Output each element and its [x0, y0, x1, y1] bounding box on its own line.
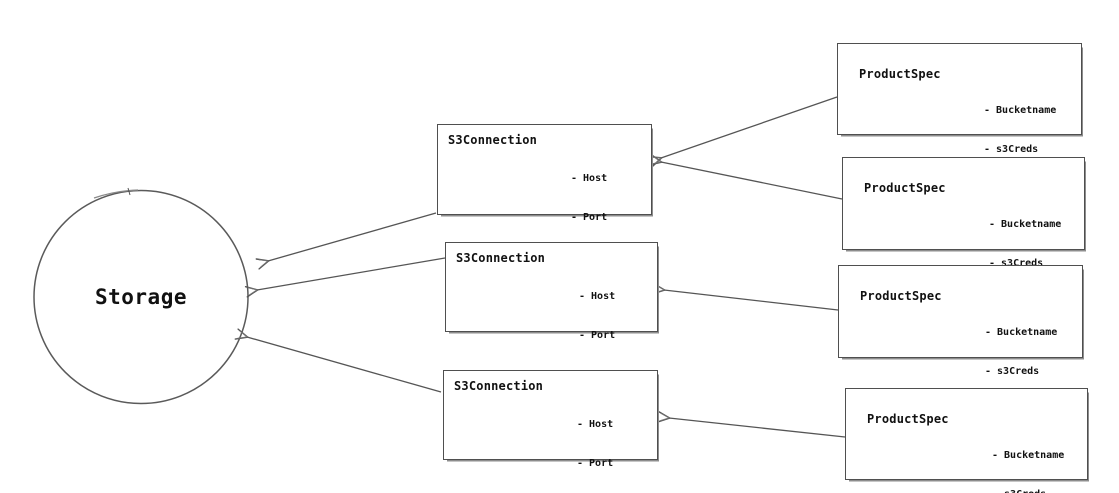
attribute-host: - Host — [579, 291, 616, 302]
edge-productspec3-s3connection2 — [652, 282, 839, 311]
s3-connection-3-title: S3Connection — [454, 379, 544, 393]
attribute-port: - Port — [577, 458, 614, 469]
attribute-host: - Host — [571, 173, 608, 184]
attribute-s3creds: - s3Creds — [989, 258, 1044, 269]
attribute-port: - Port — [579, 330, 616, 341]
product-spec-3-title: ProductSpec — [860, 289, 942, 303]
product-spec-node-3[interactable]: ProductSpec - Bucketname - s3Creds — [838, 265, 1083, 377]
s3-connection-3-attributes: - Host - Port - TLS — [577, 392, 613, 493]
edge-s3connection1-storage — [255, 212, 437, 270]
attribute-s3creds: - s3Creds — [984, 144, 1039, 155]
product-spec-4-attributes: - Bucketname - s3Creds — [992, 423, 1064, 493]
s3-connection-node-1[interactable]: S3Connection - Host - Port - TLS — [437, 124, 652, 262]
s3-connection-node-3[interactable]: S3Connection - Host - Port - TLS — [443, 370, 658, 469]
edge-productspec4-s3connection3 — [657, 411, 846, 438]
attribute-bucketname: - Bucketname — [985, 327, 1058, 338]
storage-node-label: Storage — [94, 285, 187, 309]
edge-productspec2-s3connection1 — [648, 154, 843, 200]
s3-connection-node-2[interactable]: S3Connection - Host - Port - TLS — [445, 242, 658, 380]
product-spec-2-title: ProductSpec — [864, 181, 946, 195]
product-spec-2-attributes: - Bucketname - s3Creds — [989, 192, 1061, 296]
product-spec-node-1[interactable]: ProductSpec - Bucketname - s3Creds — [837, 43, 1082, 155]
attribute-bucketname: - Bucketname — [989, 219, 1062, 230]
product-spec-3-attributes: - Bucketname - s3Creds — [985, 300, 1057, 404]
s3-connection-2-title: S3Connection — [456, 251, 546, 265]
attribute-s3creds: - s3Creds — [992, 488, 1064, 493]
product-spec-1-title: ProductSpec — [859, 67, 941, 81]
product-spec-node-2[interactable]: ProductSpec - Bucketname - s3Creds — [842, 157, 1085, 269]
edge-productspec1-s3connection1 — [648, 96, 838, 168]
s3-connection-1-title: S3Connection — [448, 133, 538, 147]
product-spec-1-attributes: - Bucketname - s3Creds — [984, 78, 1056, 182]
edge-s3connection3-storage — [234, 328, 442, 393]
edge-s3connection2-storage — [244, 257, 446, 298]
attribute-host: - Host — [577, 419, 614, 430]
product-spec-4-title: ProductSpec — [867, 412, 949, 426]
attribute-port: - Port — [571, 212, 608, 223]
attribute-bucketname: - Bucketname — [992, 450, 1065, 461]
product-spec-node-4[interactable]: ProductSpec - Bucketname - s3Creds — [845, 388, 1088, 493]
attribute-s3creds: - s3Creds — [985, 366, 1040, 377]
attribute-bucketname: - Bucketname — [984, 105, 1057, 116]
